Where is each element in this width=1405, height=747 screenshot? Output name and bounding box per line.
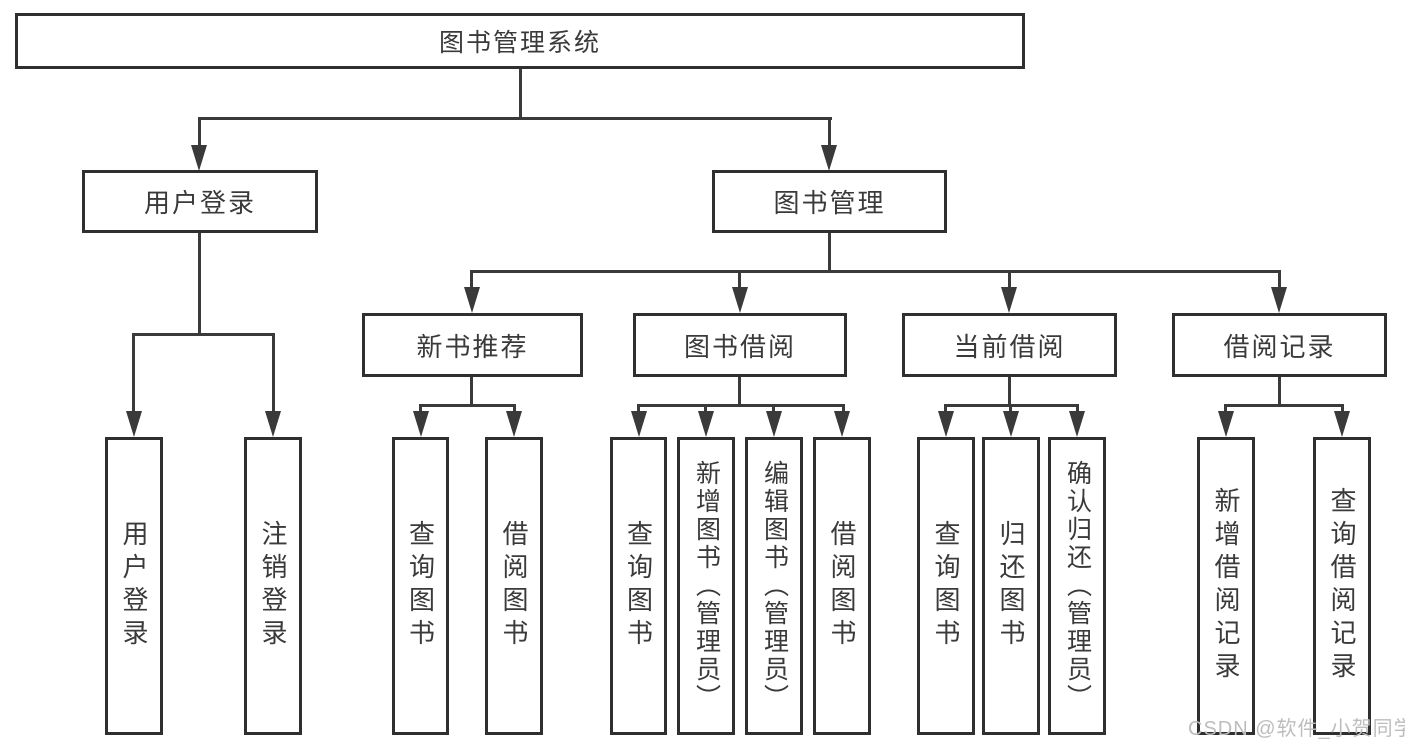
arrowhead-new-books-2: [506, 411, 522, 437]
arrowhead-borrowing: [732, 287, 748, 313]
node-root: 图书管理系统: [15, 13, 1025, 69]
node-leaf-logout-label: 注销登录: [258, 520, 288, 652]
arrowhead-current: [1001, 287, 1017, 313]
node-leaf-current-query: 查询图书: [917, 437, 975, 735]
connector-drop-current-2: [1009, 404, 1012, 414]
node-root-label: 图书管理系统: [438, 29, 601, 57]
connector-drop-current: [1008, 270, 1011, 290]
node-leaf-current-return-label: 归还图书: [996, 520, 1026, 652]
arrowhead-user-login: [191, 145, 207, 171]
connector-drop-user-login-2: [272, 333, 275, 413]
connector-current-stem: [1008, 377, 1011, 406]
arrowhead-records: [1271, 287, 1287, 313]
connector-drop-user-login-1: [132, 333, 135, 413]
arrowhead-current-2: [1003, 411, 1019, 437]
connector-drop-new-books-1: [419, 404, 422, 414]
csdn-watermark: CSDN @软件_小贺同学: [1188, 718, 1405, 740]
connector-new-books-stem: [470, 377, 473, 406]
connector-drop-records-2: [1341, 404, 1344, 414]
connector-records-bar: [1224, 404, 1344, 407]
connector-drop-user-login: [198, 117, 201, 148]
connector-drop-current-1: [944, 404, 947, 414]
node-leaf-records-query: 查询借阅记录: [1313, 437, 1371, 735]
node-leaf-user-login-label: 用户登录: [119, 520, 149, 652]
connector-root-stem: [519, 69, 522, 119]
node-current: 当前借阅: [902, 313, 1117, 377]
arrowhead-new-books: [464, 287, 480, 313]
connector-records-stem: [1278, 377, 1281, 406]
arrowhead-current-1: [938, 411, 954, 437]
node-leaf-records-query-label: 查询借阅记录: [1327, 487, 1357, 685]
node-leaf-borrowing-borrow: 借阅图书: [813, 437, 871, 735]
connector-drop-new-books: [470, 270, 473, 290]
node-borrowing: 图书借阅: [633, 313, 847, 377]
node-leaf-records-add-label: 新增借阅记录: [1211, 487, 1241, 685]
node-leaf-newbooks-query-label: 查询图书: [405, 520, 436, 652]
connector-drop-records-1: [1224, 404, 1227, 414]
connector-drop-current-3: [1076, 404, 1079, 414]
node-leaf-borrowing-add-label: 新增图书（管理员）: [692, 460, 721, 712]
arrowhead-records-2: [1334, 411, 1350, 437]
node-leaf-borrowing-borrow-label: 借阅图书: [827, 520, 857, 652]
node-book-mgmt: 图书管理: [712, 170, 947, 233]
connector-drop-borrowing: [738, 270, 741, 290]
connector-drop-borrowing-4: [842, 404, 845, 414]
connector-drop-borrowing-3: [772, 404, 775, 414]
connector-book-mgmt-bar: [470, 270, 1281, 273]
node-leaf-current-confirm: 确认归还（管理员）: [1048, 437, 1106, 735]
connector-drop-borrowing-1: [637, 404, 640, 414]
node-leaf-current-confirm-label: 确认归还（管理员）: [1063, 460, 1092, 712]
arrowhead-borrowing-4: [834, 411, 850, 437]
connector-borrowing-stem: [738, 377, 741, 406]
node-book-mgmt-label: 图书管理: [773, 188, 886, 218]
node-leaf-borrowing-edit-label: 编辑图书（管理员）: [760, 460, 789, 712]
arrowhead-book-mgmt: [821, 145, 837, 171]
node-leaf-borrowing-edit: 编辑图书（管理员）: [745, 437, 803, 735]
connector-new-books-bar: [419, 404, 516, 407]
arrowhead-current-3: [1069, 411, 1085, 437]
connector-drop-new-books-2: [513, 404, 516, 414]
node-leaf-newbooks-borrow-label: 借阅图书: [499, 520, 529, 652]
arrowhead-borrowing-1: [631, 411, 647, 437]
node-leaf-borrowing-add: 新增图书（管理员）: [677, 437, 735, 735]
node-new-books-label: 新书推荐: [416, 331, 529, 362]
node-user-login-label: 用户登录: [143, 188, 256, 218]
arrowhead-borrowing-2: [698, 411, 714, 437]
connector-borrowing-bar: [637, 404, 845, 407]
connector-user-login-bar: [132, 333, 275, 336]
node-leaf-newbooks-query: 查询图书: [392, 437, 449, 735]
node-leaf-newbooks-borrow: 借阅图书: [485, 437, 543, 735]
node-leaf-current-query-label: 查询图书: [931, 520, 961, 652]
node-current-label: 当前借阅: [953, 331, 1066, 362]
node-leaf-user-login: 用户登录: [105, 437, 163, 735]
node-records: 借阅记录: [1172, 313, 1387, 377]
node-leaf-logout: 注销登录: [244, 437, 302, 735]
connector-root-bar: [198, 117, 832, 120]
connector-drop-book-mgmt: [828, 117, 831, 148]
arrowhead-new-books-1: [413, 411, 429, 437]
node-user-login: 用户登录: [82, 170, 318, 233]
node-leaf-records-add: 新增借阅记录: [1197, 437, 1255, 735]
connector-drop-records: [1278, 270, 1281, 290]
connector-user-login-stem: [198, 233, 201, 335]
node-borrowing-label: 图书借阅: [683, 331, 796, 362]
node-new-books: 新书推荐: [362, 313, 583, 377]
node-records-label: 借阅记录: [1223, 331, 1336, 362]
node-leaf-current-return: 归还图书: [982, 437, 1040, 735]
connector-book-mgmt-stem: [828, 233, 831, 272]
connector-drop-borrowing-2: [704, 404, 707, 414]
node-leaf-borrowing-query: 查询图书: [610, 437, 667, 735]
arrowhead-user-login-2: [265, 411, 281, 437]
arrowhead-user-login-1: [126, 411, 142, 437]
arrowhead-borrowing-3: [766, 411, 782, 437]
node-leaf-borrowing-query-label: 查询图书: [623, 520, 654, 652]
arrowhead-records-1: [1218, 411, 1234, 437]
